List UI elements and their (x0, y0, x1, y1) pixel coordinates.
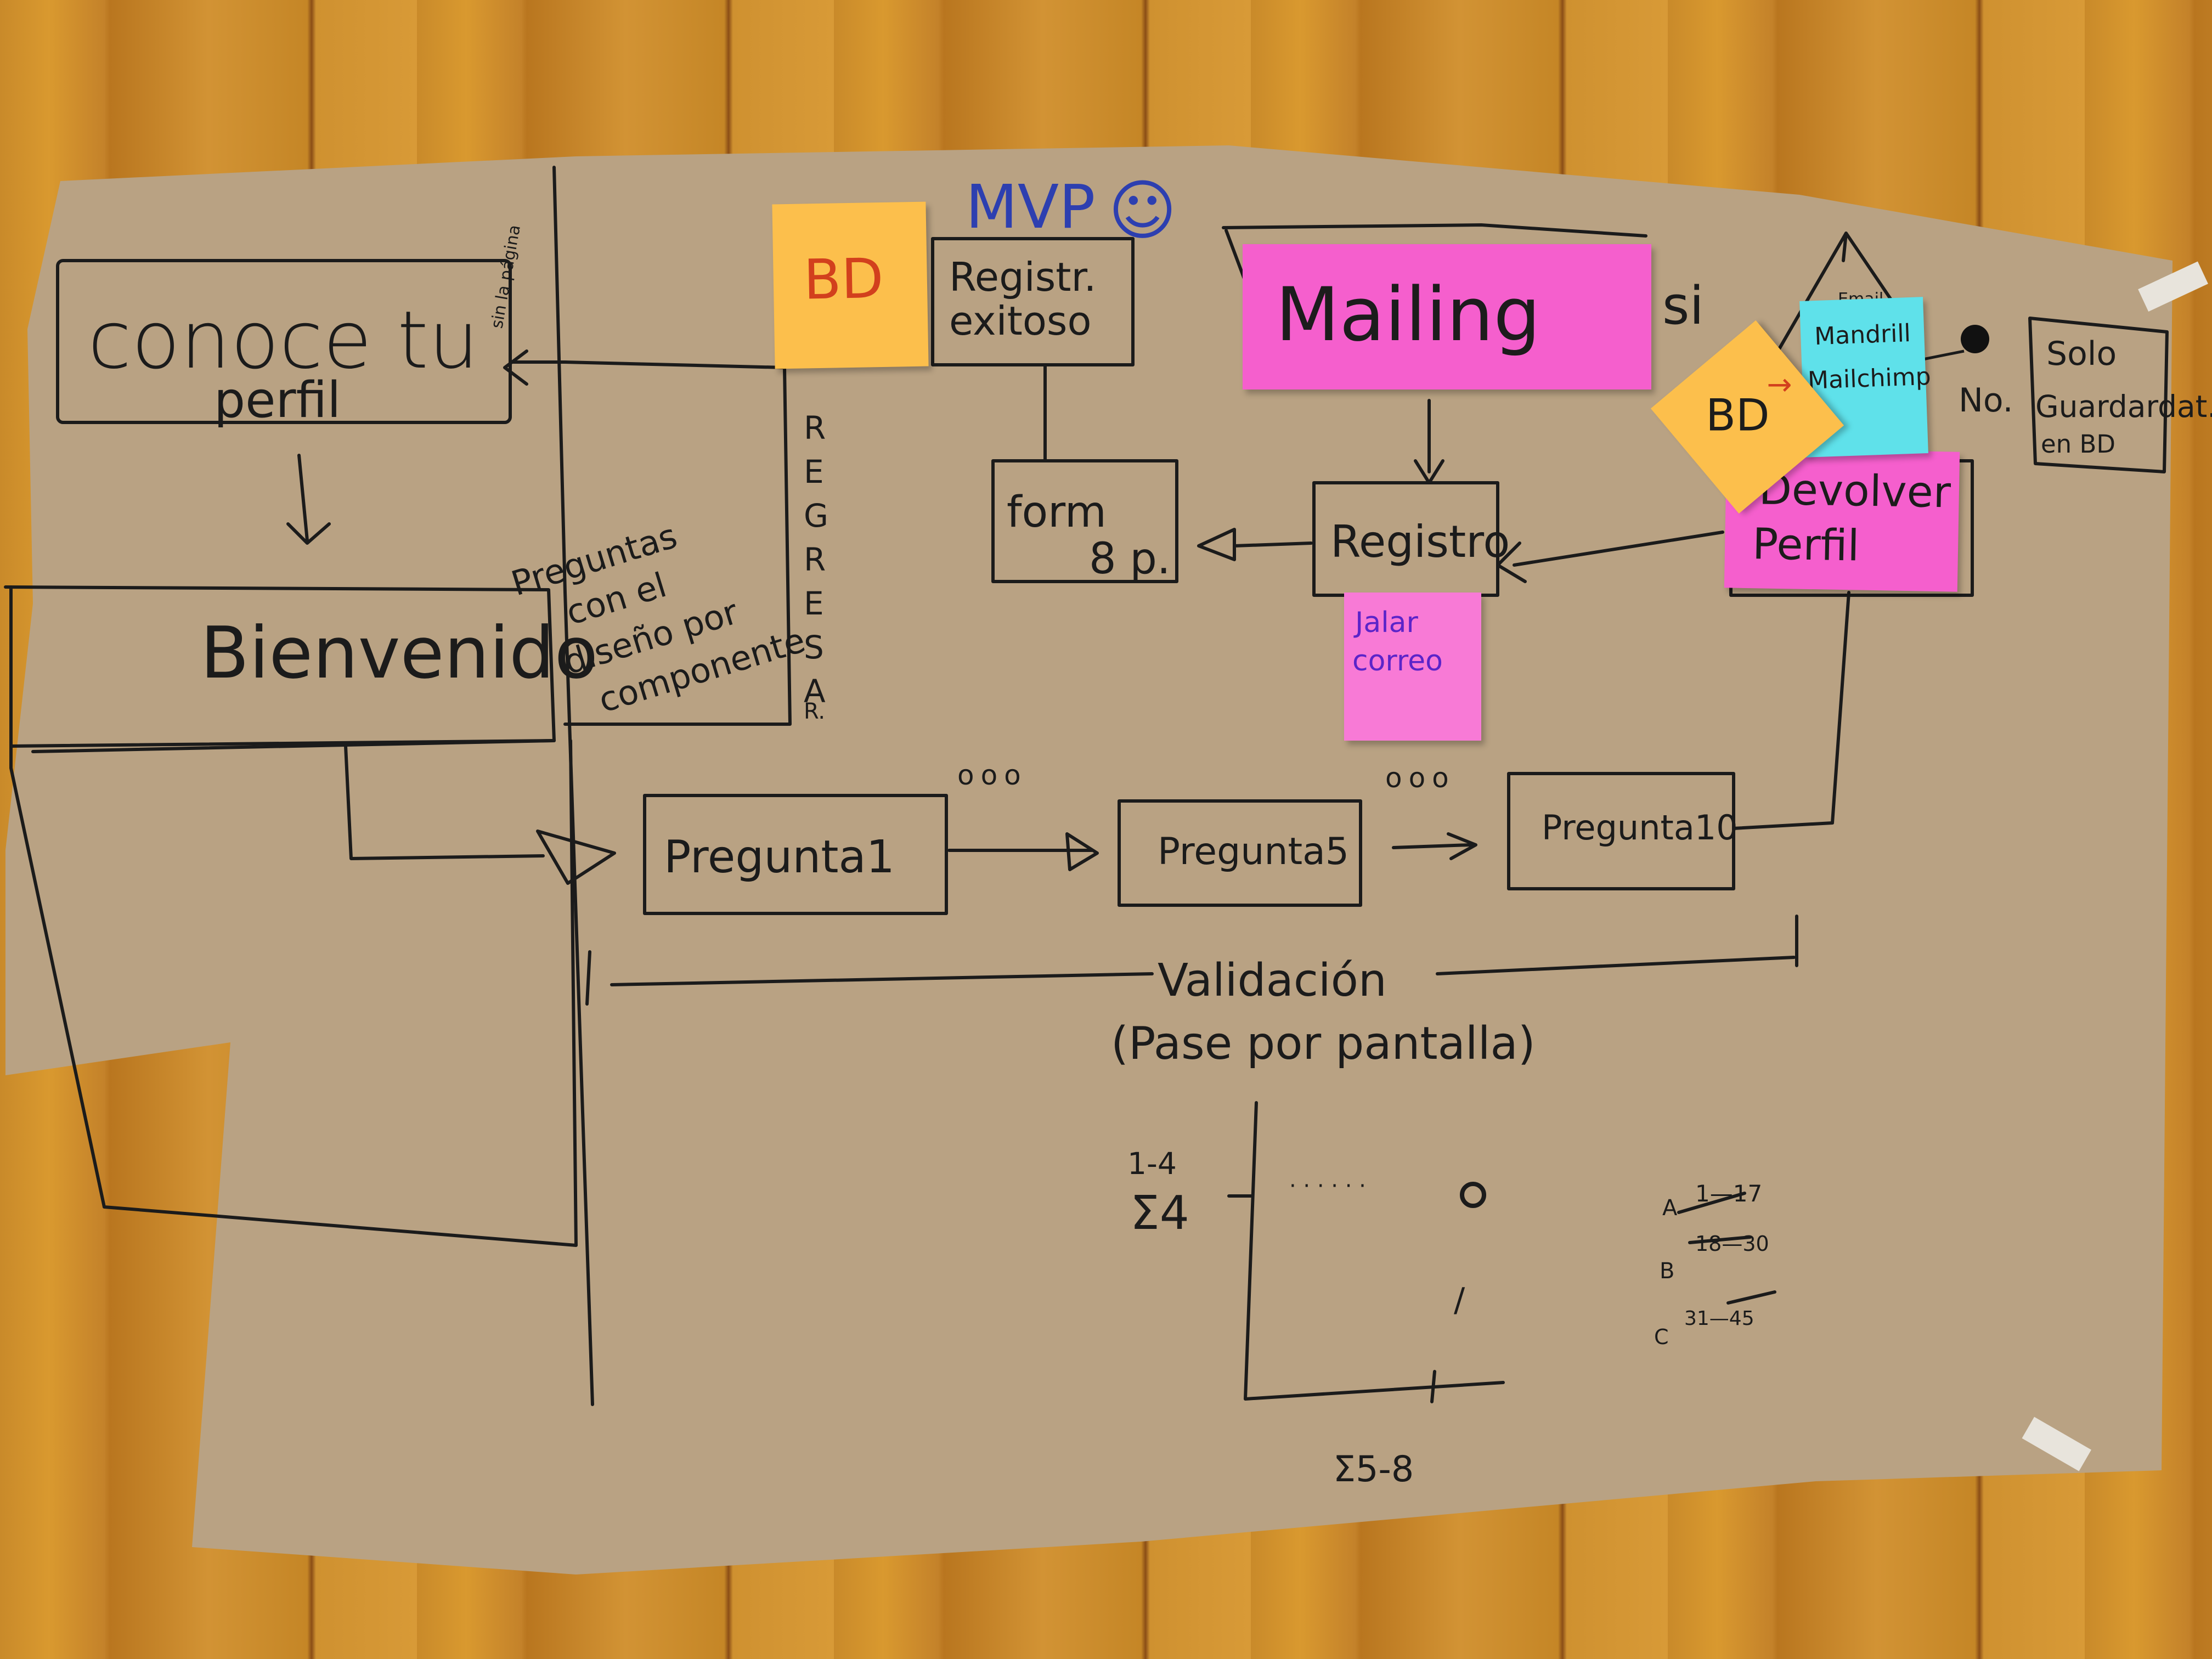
validation-line-left (585, 950, 1154, 1006)
regresar-r1: R (804, 409, 826, 447)
bienvenido-divider (9, 739, 556, 748)
legend-b-range: 18—30 (1695, 1232, 1769, 1256)
graph-point (1460, 1182, 1486, 1208)
regresar-a: A (804, 673, 826, 710)
form-line1: form (1007, 488, 1107, 537)
regresar-r2: R (804, 541, 826, 578)
jalar-text-line2: correo (1352, 645, 1443, 678)
dots-2: ooo (1385, 762, 1455, 794)
tape-top-right (2138, 261, 2208, 312)
kraft-paper (5, 145, 2172, 1575)
regresar-g: G (804, 497, 828, 534)
graph-dash: / (1454, 1281, 1465, 1319)
mandrill-text-line1: Mandrill (1814, 319, 1911, 351)
graph-dots: · · · · · · (1289, 1173, 1366, 1199)
pase-label: (Pase por pantalla) (1111, 1018, 1536, 1070)
legend-lines (1677, 1192, 1776, 1305)
arrow-back-conoce (503, 349, 567, 386)
regresar-s: S (804, 629, 824, 666)
arrow-p5-p10 (1392, 832, 1477, 860)
form-box (991, 459, 1178, 583)
validacion-label: Validación (1158, 955, 1387, 1007)
pregunta5-box (1118, 799, 1362, 907)
legend-b-letter: B (1660, 1259, 1674, 1284)
divider-vertical (552, 166, 594, 1406)
legend-c-range: 31—45 (1684, 1307, 1754, 1330)
bd-note-text: BD (803, 246, 884, 312)
solo-line2: Guardardat. (2035, 389, 2212, 424)
graph-x-tick (1430, 1370, 1436, 1403)
dots-1: ooo (957, 759, 1028, 791)
conoce-title-line1: conoce tu (88, 294, 479, 387)
black-dot (1961, 325, 1989, 353)
mvp-label: MVP (966, 172, 1096, 242)
tape-bottom-right (2022, 1417, 2091, 1471)
conoce-box (56, 259, 512, 424)
devolver-text-line2: Perfil (1752, 520, 1860, 571)
sticky-note-jalar-correo: Jalar correo (1344, 592, 1481, 741)
sticky-note-mailing: Mailing (1243, 244, 1651, 390)
mailing-text: Mailing (1276, 272, 1541, 358)
jalar-text-line1: Jalar (1355, 606, 1418, 639)
conoce-title-line2: perfil (214, 371, 341, 429)
arrow-registro-form (1197, 528, 1313, 561)
no-label: No. (1959, 381, 2013, 420)
pregunta5-label: Pregunta5 (1158, 830, 1349, 873)
welcome-text: Bienvenido (200, 611, 598, 695)
email-triangle (1773, 232, 1905, 358)
mandrill-text-line2: Mailchimp (1807, 362, 1932, 395)
si-label: si (1662, 276, 1704, 336)
pregunta10-box (1507, 772, 1735, 890)
graph-x-sum: Σ5-8 (1333, 1449, 1414, 1490)
bd-note2-arrow: → (1767, 366, 1792, 402)
pregunta1-box (643, 794, 948, 915)
solo-box (2028, 317, 2169, 473)
graph-axes (1227, 1101, 1505, 1401)
arrow-to-pregunta1 (344, 744, 616, 885)
graph-y-sum: Σ4 (1130, 1186, 1189, 1240)
registro-label: Registro (1330, 516, 1510, 567)
questions-box (563, 360, 792, 726)
arrow-mailing-registro (1414, 399, 1444, 484)
regresar-e2: E (804, 585, 824, 622)
form-line2: 8 p. (1089, 534, 1171, 584)
legend-a-letter: A (1662, 1195, 1678, 1221)
legend-a-range: 1—17 (1695, 1180, 1762, 1207)
registro-exitoso-box (931, 237, 1135, 366)
solo-line1: Solo (2046, 335, 2117, 373)
bd-note2-text: BD (1706, 390, 1770, 441)
arrow-down-conoce (286, 454, 331, 545)
registro-exitoso-line2: exitoso (949, 298, 1092, 344)
bienvenido-frame (4, 585, 578, 1247)
regresar-e1: E (804, 453, 824, 490)
legend-c-letter: C (1654, 1325, 1669, 1349)
arrow-devolver-registro (1496, 531, 1724, 583)
arrow-p1-p5 (947, 832, 1099, 871)
pregunta10-label: Pregunta10 (1542, 808, 1738, 848)
solo-line3: en BD (2041, 430, 2115, 459)
mvp-smiley: ☺ (1108, 173, 1177, 249)
registro-exitoso-line1: Registr. (949, 254, 1096, 300)
pregunta1-label: Pregunta1 (664, 831, 895, 883)
regresar-r3: R. (804, 699, 825, 724)
graph-y-top: 1-4 (1127, 1146, 1177, 1181)
line-p10-devolver (1732, 591, 1850, 830)
sticky-note-bd: BD (772, 201, 929, 369)
validation-line-right (1436, 915, 1798, 975)
